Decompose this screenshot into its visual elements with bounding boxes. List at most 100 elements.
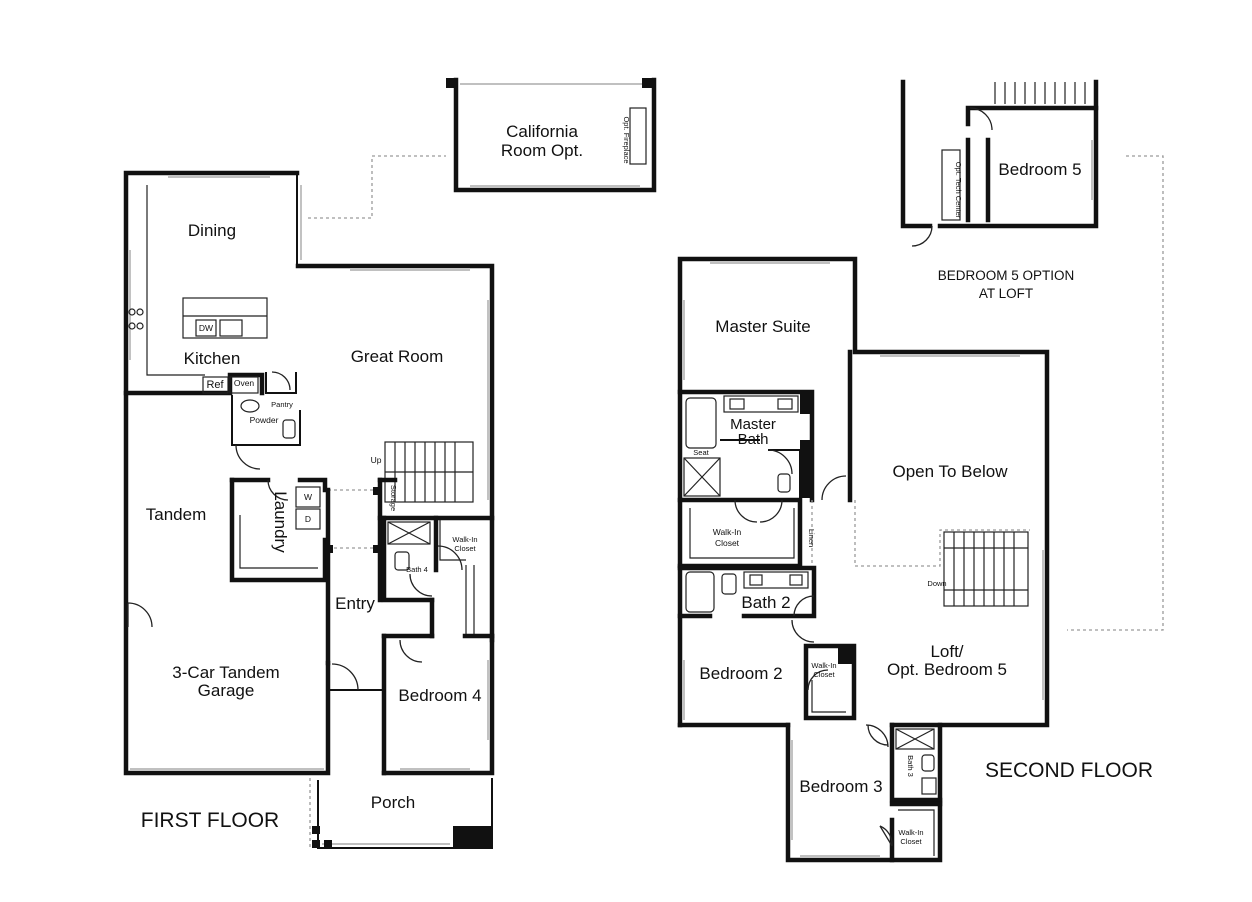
bedroom4-exterior: [381, 633, 495, 776]
label-master-walkin-line1: Walk-In: [713, 527, 742, 537]
powder-door: [235, 444, 261, 470]
optional-tech-center: [941, 149, 961, 221]
room-california-line2: Room Opt.: [501, 141, 583, 160]
label-opt-fireplace: Opt. Fireplace: [622, 116, 631, 163]
label-bath3: Bath 3: [906, 755, 915, 777]
bedroom5-closet-door: [969, 107, 993, 131]
bedroom5-door: [911, 225, 933, 247]
first-floor-exterior-wall-right: [295, 263, 495, 521]
bath3-shower: [895, 728, 935, 750]
bath3-toilet: [921, 754, 935, 772]
room-california-line1: California: [506, 122, 578, 141]
first-floor-exterior-wall-left: [123, 170, 331, 776]
label-walkin-line1: Walk-In: [452, 535, 477, 544]
cooktop-burner: [136, 308, 144, 316]
loft-door: [865, 724, 889, 748]
room-tandem: Tandem: [146, 505, 206, 524]
refrigerator: [202, 376, 229, 394]
room-garage-line2: Garage: [198, 681, 255, 700]
second-floor-outline-dotted: [1067, 155, 1164, 631]
room-bath2: Bath 2: [741, 593, 790, 612]
oven: [229, 376, 259, 394]
label-master-walkin-line2: Closet: [715, 538, 740, 548]
porch-column: [453, 826, 493, 848]
label-down: Down: [927, 579, 946, 588]
label-opt-tech-center: Opt. Tech Center: [954, 162, 963, 219]
master-toilet: [777, 473, 791, 493]
california-room-wall: [453, 77, 657, 193]
label-ref: Ref: [206, 379, 224, 391]
second-floor-plan: Master Suite Master Bath Open To Below B…: [677, 155, 1164, 863]
first-floor-title: FIRST FLOOR: [141, 809, 279, 832]
room-master-suite: Master Suite: [715, 317, 810, 336]
label-bedroom2-walkin-line2: Closet: [813, 670, 835, 679]
powder-room-wall: [231, 395, 301, 446]
optional-fireplace: [629, 107, 647, 165]
bedroom3-exterior: [785, 722, 943, 863]
bedroom3-closet-shelf: [898, 809, 935, 856]
label-bath4: Bath 4: [406, 565, 428, 574]
walkin-shelf: [439, 520, 466, 561]
bedroom5-option-caption-line1: BEDROOM 5 OPTION: [938, 268, 1075, 283]
washer: [295, 486, 321, 508]
powder-toilet: [282, 419, 296, 439]
kitchen-counter: [146, 185, 205, 376]
bath2-toilet: [721, 573, 737, 595]
dishwasher: [195, 319, 217, 337]
room-bedroom2: Bedroom 2: [699, 664, 782, 683]
pantry-door: [271, 371, 291, 391]
room-bedroom4: Bedroom 4: [398, 686, 481, 705]
bedroom3-closet-door: [879, 825, 893, 847]
label-washer: W: [304, 492, 312, 502]
first-floor-plan: Dining Kitchen Great Room Tandem Laundry…: [123, 77, 657, 849]
room-entry: Entry: [335, 594, 375, 613]
label-bedroom2-walkin-line1: Walk-In: [811, 661, 836, 670]
walkin-door-2: [759, 499, 783, 523]
bath4-door: [409, 573, 433, 597]
laundry-top-right: [297, 477, 328, 493]
room-kitchen: Kitchen: [184, 349, 241, 368]
front-door: [331, 663, 359, 691]
label-oven: Oven: [234, 378, 255, 388]
laundry-wall: [229, 477, 328, 583]
label-dryer: D: [305, 514, 311, 524]
room-open-to-below: Open To Below: [893, 462, 1009, 481]
room-porch: Porch: [371, 793, 415, 812]
bedroom4-door: [399, 639, 423, 663]
bedroom2-closet-shelf: [811, 680, 846, 713]
bath4-top-wall: [377, 515, 495, 643]
laundry-door: [267, 479, 289, 501]
label-powder: Powder: [250, 415, 279, 425]
bedroom3-door: [867, 724, 889, 746]
label-walkin-line2: Closet: [454, 544, 476, 553]
label-up: Up: [371, 455, 382, 465]
master-shower: [683, 457, 721, 497]
bath4-shower: [387, 521, 431, 545]
label-pantry: Pantry: [271, 400, 293, 409]
label-dw: DW: [199, 323, 213, 333]
kitchen-island: [182, 297, 268, 339]
room-dining: Dining: [188, 221, 236, 240]
walkin-door: [437, 545, 463, 571]
bath3-wall: [889, 722, 943, 803]
room-bedroom3: Bedroom 3: [799, 777, 882, 796]
bedroom5-option-left-wall: [900, 79, 933, 229]
bath4-wall: [381, 515, 435, 603]
cooktop-burner: [136, 322, 144, 330]
room-master-bath-line2: Bath: [738, 431, 769, 448]
laundry-counter: [239, 515, 318, 569]
second-floor-title: SECOND FLOOR: [985, 759, 1153, 782]
master-suite-door: [821, 475, 847, 501]
label-storage: Storage: [389, 485, 398, 511]
cooktop-burner: [128, 322, 136, 330]
bedroom5-option-caption-line2: AT LOFT: [979, 286, 1033, 301]
room-loft-line1: Loft/: [930, 642, 963, 661]
first-floor-stairs: [384, 441, 474, 503]
open-to-below-rail: [854, 500, 1030, 567]
dryer: [295, 508, 321, 530]
label-linen: Linen: [807, 529, 816, 547]
powder-sink: [240, 399, 260, 413]
room-garage-line1: 3-Car Tandem: [172, 663, 279, 682]
porch-outline: [317, 778, 493, 849]
